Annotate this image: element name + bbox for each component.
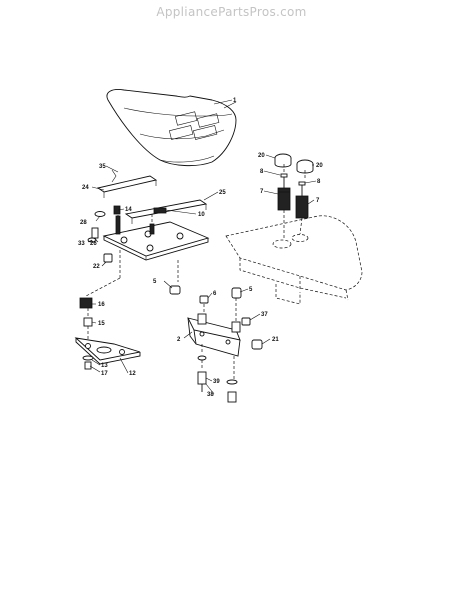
callout-8-right: 8 (317, 179, 321, 185)
pivot-bracket (187, 313, 241, 357)
callout-12: 12 (129, 371, 136, 377)
callout-24: 24 (82, 185, 89, 191)
callout-5-left: 5 (153, 279, 157, 285)
callout-20-left: 20 (258, 153, 265, 159)
seat-part (106, 89, 237, 167)
hardware (79, 205, 263, 403)
callout-13: 13 (101, 363, 108, 369)
callout-17: 17 (101, 371, 108, 377)
callout-7-left: 7 (260, 189, 264, 195)
callout-10: 10 (198, 212, 205, 218)
leader-lines (87, 99, 317, 395)
callout-26: 26 (90, 241, 97, 247)
callout-5-right: 5 (249, 287, 253, 293)
callout-6: 6 (213, 291, 217, 297)
callout-35: 35 (99, 164, 106, 170)
callout-38: 38 (207, 392, 214, 398)
callout-39: 39 (213, 379, 220, 385)
callout-7-right: 7 (316, 198, 320, 204)
callout-14: 14 (125, 207, 132, 213)
site-watermark: AppliancePartsPros.com (156, 5, 307, 19)
callout-37: 37 (261, 312, 268, 318)
spring-plate (74, 337, 141, 365)
callout-8-left: 8 (260, 169, 264, 175)
callout-2: 2 (177, 337, 181, 343)
seat-pan (102, 210, 210, 261)
seat-springs (274, 153, 314, 219)
callout-20-right: 20 (316, 163, 323, 169)
callout-25: 25 (219, 190, 226, 196)
callout-21: 21 (272, 337, 279, 343)
callout-16: 16 (98, 302, 105, 308)
assembly-lines (85, 164, 306, 380)
callout-22: 22 (93, 264, 100, 270)
tractor-fender-frame (225, 215, 363, 305)
callout-1: 1 (233, 98, 237, 104)
callout-28: 28 (80, 220, 87, 226)
callout-33: 33 (78, 241, 85, 247)
callout-15: 15 (98, 321, 105, 327)
callout-numbers: 1 35 24 25 14 10 28 33 26 22 5 6 5 16 37… (78, 98, 323, 398)
